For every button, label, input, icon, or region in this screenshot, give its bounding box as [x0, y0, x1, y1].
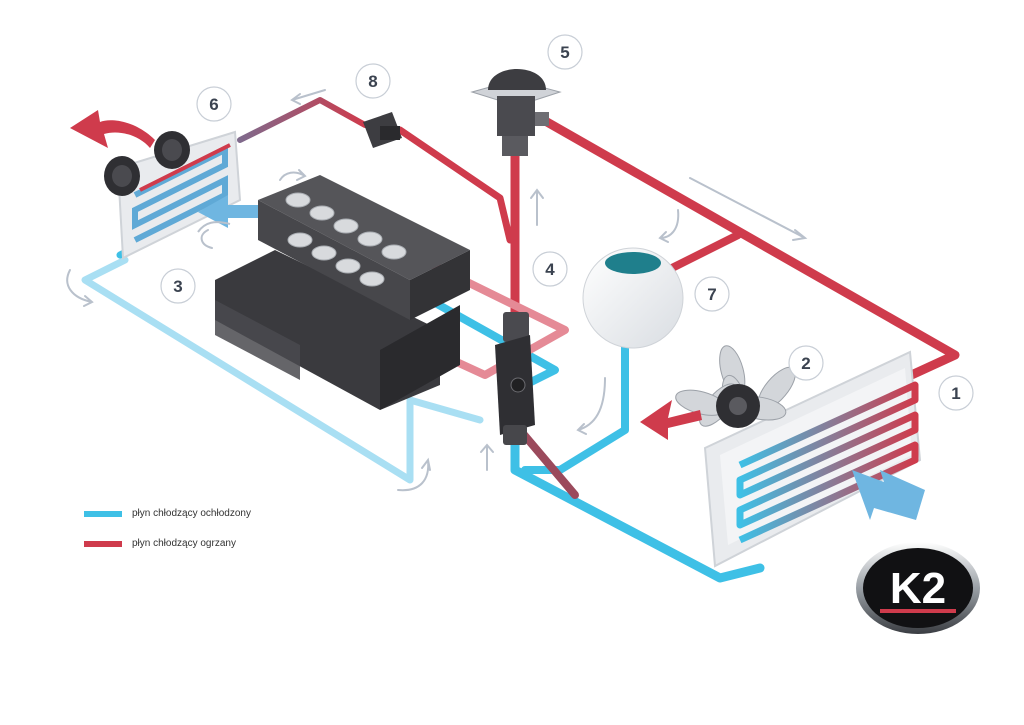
label-8: 8 [355, 63, 391, 99]
label-2: 2 [788, 345, 824, 381]
hot-pipe-tank-branch [664, 231, 742, 274]
label-1: 1 [938, 375, 974, 411]
engine-head-side [258, 200, 410, 320]
radiator [703, 350, 925, 568]
svg-text:7: 7 [707, 285, 716, 304]
cool-pipe-heater-return [81, 256, 484, 484]
engine-body-front [380, 305, 460, 410]
legend-label-cool: płyn chłodzący ochłodzony [132, 508, 251, 519]
label-4: 4 [532, 251, 568, 287]
svg-text:6: 6 [209, 95, 218, 114]
logo-text: K2 [890, 564, 946, 613]
blower-wheel-right [154, 131, 190, 169]
air-in-arrow-heater-icon [198, 195, 262, 228]
cap-outlet [502, 136, 528, 156]
air-in-arrow-engine-icon [197, 221, 231, 233]
flow-arrow-icon [689, 177, 808, 241]
flow-arrow-icon [200, 229, 213, 249]
flow-arrow-icon [290, 89, 326, 105]
tank-body [582, 247, 684, 349]
engine-block [197, 175, 470, 410]
flow-arrow-icon [66, 269, 94, 307]
legend-cool: płyn chłodzący ochłodzony [84, 508, 251, 519]
hot-pipe-radiator-top [535, 113, 960, 383]
legend-label-hot: płyn chłodzący ogrzany [132, 538, 236, 549]
temperature-sensor [363, 112, 402, 148]
svg-text:2: 2 [801, 354, 810, 373]
flow-arrow-icon [279, 169, 307, 181]
heater-coil-hot [139, 143, 231, 192]
fan-icon [640, 345, 796, 440]
pressure-cap-unit [470, 69, 562, 156]
tank-cap [605, 252, 661, 274]
hot-pipe-heater-top [237, 97, 368, 143]
engine-head [258, 175, 470, 280]
flow-arrows [66, 89, 808, 492]
svg-text:8: 8 [368, 72, 377, 91]
expansion-tank [582, 247, 684, 349]
cap-side-port [535, 112, 549, 126]
cap-dome [488, 69, 546, 90]
heater-coil [132, 145, 228, 243]
engine-head-front [410, 250, 470, 320]
number-labels: 1 2 3 4 5 6 7 [160, 34, 974, 411]
blower-wheel-left [104, 156, 140, 196]
svg-text:5: 5 [560, 43, 569, 62]
cap-body [497, 96, 535, 136]
k2-logo: K2 [856, 542, 980, 634]
cool-pipe-tank [521, 331, 629, 474]
label-6: 6 [196, 86, 232, 122]
fan-hub-center [729, 397, 747, 415]
thermostat-lower [503, 425, 527, 445]
flow-arrow-icon [397, 457, 431, 492]
legend-swatch-hot [84, 540, 122, 547]
thermostat-rotor [510, 377, 526, 393]
legend-hot: płyn chłodzący ogrzany [84, 538, 236, 549]
hot-air-arrow-fan-icon [640, 400, 702, 440]
flow-arrow-icon [576, 377, 606, 435]
heater-frame [116, 130, 242, 260]
hot-pipe-bypass [516, 426, 579, 499]
thermostat [495, 312, 535, 445]
label-7: 7 [694, 276, 730, 312]
heater-core [70, 110, 262, 260]
engine-cylinders [285, 192, 407, 287]
flow-arrow-icon [480, 443, 494, 471]
label-3: 3 [160, 268, 196, 304]
cool-pipe-return-main [510, 435, 765, 583]
label-5: 5 [547, 34, 583, 70]
svg-text:3: 3 [173, 277, 182, 296]
hot-pipe-heater-out [396, 126, 514, 244]
engine-sump [215, 300, 300, 380]
flow-arrow-icon [530, 188, 544, 226]
hot-air-arrow-icon [70, 110, 155, 148]
svg-text:1: 1 [951, 384, 960, 403]
svg-text:4: 4 [545, 260, 555, 279]
radiator-coil [736, 381, 919, 544]
flow-arrow-icon [658, 209, 680, 243]
legend-swatch-cool [84, 510, 122, 517]
air-in-arrow-radiator-icon [852, 470, 925, 520]
thermostat-upper [503, 312, 529, 342]
